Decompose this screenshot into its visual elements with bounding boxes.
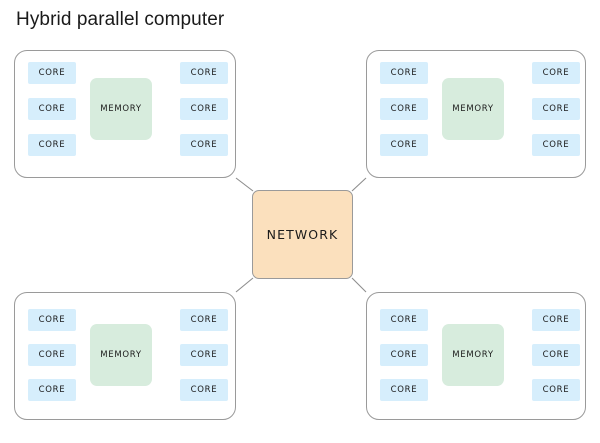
edge-node-bottom-left-network: [235, 277, 254, 293]
memory-box[interactable]: MEMORY: [442, 78, 504, 140]
core-box[interactable]: CORE: [380, 344, 428, 366]
edge-node-bottom-right-network: [351, 277, 367, 293]
core-box[interactable]: CORE: [532, 62, 580, 84]
edge-node-top-left-network: [235, 177, 254, 192]
core-box[interactable]: CORE: [532, 134, 580, 156]
core-box[interactable]: CORE: [532, 309, 580, 331]
core-box[interactable]: CORE: [180, 309, 228, 331]
memory-box[interactable]: MEMORY: [442, 324, 504, 386]
core-box[interactable]: CORE: [28, 379, 76, 401]
memory-box[interactable]: MEMORY: [90, 324, 152, 386]
network-box[interactable]: NETWORK: [252, 190, 353, 279]
page-title: Hybrid parallel computer: [16, 9, 225, 30]
core-box[interactable]: CORE: [28, 98, 76, 120]
core-box[interactable]: CORE: [532, 98, 580, 120]
core-box[interactable]: CORE: [180, 62, 228, 84]
core-box[interactable]: CORE: [180, 98, 228, 120]
core-box[interactable]: CORE: [532, 344, 580, 366]
core-box[interactable]: CORE: [28, 344, 76, 366]
core-box[interactable]: CORE: [380, 62, 428, 84]
core-box[interactable]: CORE: [532, 379, 580, 401]
core-box[interactable]: CORE: [28, 309, 76, 331]
core-box[interactable]: CORE: [28, 134, 76, 156]
core-box[interactable]: CORE: [180, 344, 228, 366]
memory-box[interactable]: MEMORY: [90, 78, 152, 140]
core-box[interactable]: CORE: [380, 379, 428, 401]
core-box[interactable]: CORE: [380, 309, 428, 331]
core-box[interactable]: CORE: [380, 98, 428, 120]
edge-node-top-right-network: [351, 177, 367, 192]
core-box[interactable]: CORE: [380, 134, 428, 156]
core-box[interactable]: CORE: [180, 134, 228, 156]
core-box[interactable]: CORE: [180, 379, 228, 401]
core-box[interactable]: CORE: [28, 62, 76, 84]
